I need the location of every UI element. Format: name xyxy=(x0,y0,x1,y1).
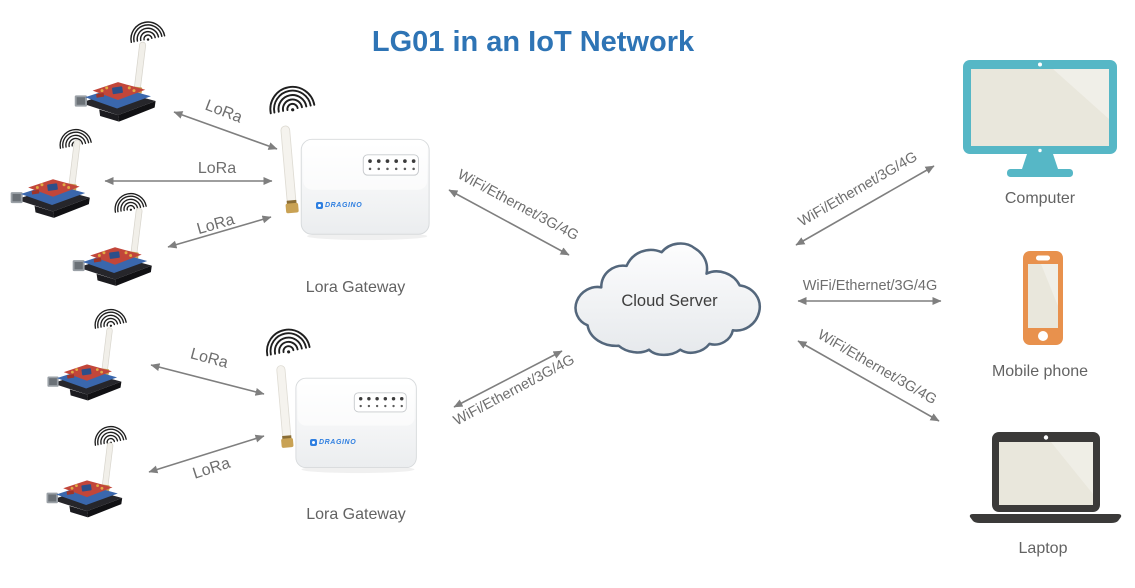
wifi-signal-icon xyxy=(257,317,314,359)
laptop-label: Laptop xyxy=(1018,540,1068,557)
link-label: LoRa xyxy=(191,455,233,483)
cloud-server-label: Cloud Server xyxy=(621,291,718,310)
wifi-signal-icon xyxy=(260,74,319,118)
lora-node-icon xyxy=(43,324,131,410)
lora-gateway-icon xyxy=(278,118,433,242)
link-arrow-gw2-cloud xyxy=(453,350,563,408)
link-arrow-cloud-laptop xyxy=(797,340,940,422)
link-label: WiFi/Ethernet/3G/4G xyxy=(815,327,940,408)
link-arrow-gw1-cloud xyxy=(448,189,570,256)
link-label: LoRa xyxy=(188,345,229,371)
gateway-brand-text: DRAGINO xyxy=(325,202,363,209)
link-label: WiFi/Ethernet/3G/4G xyxy=(455,167,581,244)
lora-gateway-2: DRAGINO xyxy=(274,358,420,475)
lora-gateway-1: DRAGINO xyxy=(278,118,433,242)
lora-node-icon xyxy=(71,38,165,132)
link-label: LoRa xyxy=(203,97,245,127)
mobile-phone-icon xyxy=(1019,248,1067,348)
cloud-server: Cloud Server xyxy=(572,236,767,364)
laptop-icon xyxy=(965,428,1125,526)
dragino-logo-icon xyxy=(310,439,317,446)
lora-gateway-2-label: Lora Gateway xyxy=(306,506,406,523)
link-arrow-node1-gw1 xyxy=(173,111,278,150)
link-label: WiFi/Ethernet/3G/4G xyxy=(451,352,577,429)
lora-node-icon xyxy=(68,204,162,296)
gateway-brand: DRAGINO xyxy=(310,439,356,446)
computer-label: Computer xyxy=(1004,190,1076,207)
link-arrow-node4-gw2 xyxy=(150,363,265,396)
computer-icon xyxy=(958,55,1122,180)
lora-gateway-1-label: Lora Gateway xyxy=(305,279,406,296)
lora-node-icon xyxy=(43,438,131,528)
link-arrow-node5-gw2 xyxy=(148,434,265,474)
link-arrow-node3-gw1 xyxy=(167,215,272,249)
gateway-brand: DRAGINO xyxy=(316,202,362,209)
link-label: LoRa xyxy=(198,160,236,177)
link-label: WiFi/Ethernet/3G/4G xyxy=(796,149,921,230)
diagram-title: LG01 in an IoT Network xyxy=(371,26,695,58)
link-label: LoRa xyxy=(195,211,237,238)
gateway-brand-text: DRAGINO xyxy=(319,439,357,446)
link-arrow-cloud-computer xyxy=(795,165,935,246)
link-label: WiFi/Ethernet/3G/4G xyxy=(803,278,938,294)
lora-gateway-icon xyxy=(274,358,420,475)
dragino-logo-icon xyxy=(316,202,323,209)
mobile-phone-label: Mobile phone xyxy=(991,363,1089,380)
